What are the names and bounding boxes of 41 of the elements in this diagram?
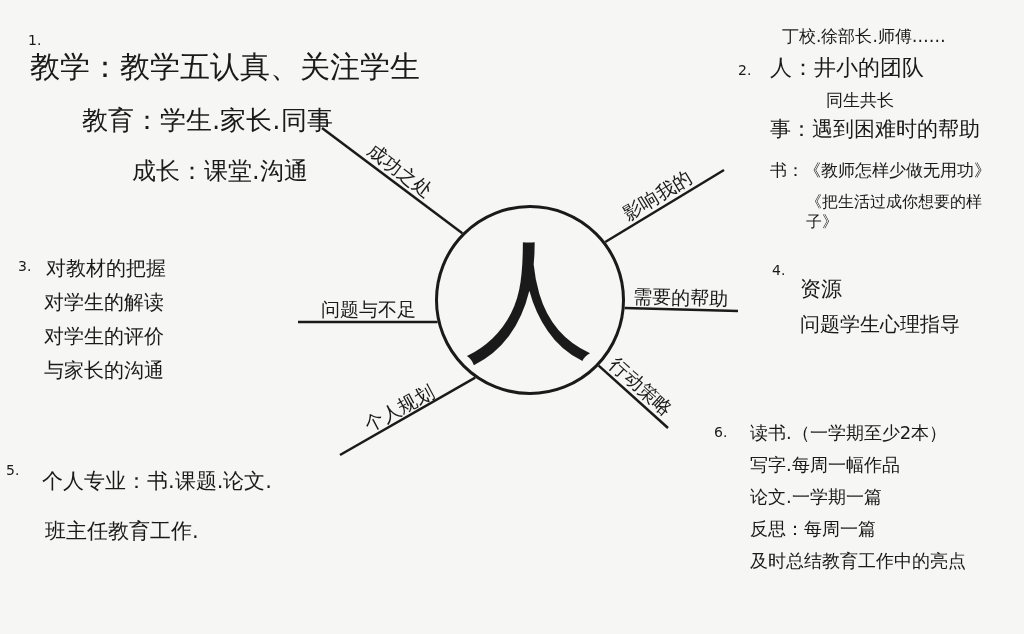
- note-text: 书：《教师怎样少做无用功》: [770, 160, 991, 182]
- note-text: 教育：学生.家长.同事: [82, 104, 333, 137]
- branch-line: [624, 306, 739, 313]
- branch-line: [597, 364, 669, 429]
- note-text: 对学生的评价: [44, 324, 164, 349]
- branch-line: [298, 320, 438, 324]
- note-text: 《把生活过成你想要的样子》: [806, 192, 983, 232]
- note-text: 问题学生心理指导: [800, 312, 960, 337]
- note-text: 资源: [800, 276, 842, 303]
- note-text: 同生共长: [826, 90, 894, 112]
- branch-label: 问题与不足: [320, 300, 416, 322]
- note-text: 对教材的把握: [46, 256, 166, 281]
- note-text: 班主任教育工作.: [45, 518, 199, 545]
- branch-line: [604, 168, 725, 244]
- branch-label: 需要的帮助: [633, 286, 730, 311]
- note-text: 5.: [6, 462, 20, 480]
- note-text: 成长：课堂.沟通: [132, 156, 308, 186]
- note-text: 人：井小的团队: [770, 54, 924, 82]
- note-text: 个人专业：书.课题.论文.: [42, 468, 273, 495]
- center-text: 人: [465, 235, 595, 365]
- branch-label: 成功之处: [361, 140, 436, 204]
- note-text: 4.: [772, 262, 786, 280]
- note-text: 读书.（一学期至少2本）: [750, 422, 948, 445]
- branch-label: 影响我的: [620, 167, 697, 227]
- note-text: 6.: [714, 424, 728, 442]
- branch-label: 个人规划: [361, 382, 439, 438]
- note-text: 丁校.徐部长.师傅……: [782, 26, 946, 48]
- note-text: 对学生的解读: [44, 290, 164, 315]
- branch-line: [339, 376, 476, 457]
- note-text: 1.: [28, 32, 42, 50]
- note-text: 事：遇到困难时的帮助: [770, 116, 980, 143]
- note-text: 反思：每周一篇: [750, 518, 876, 541]
- note-text: 2.: [738, 62, 752, 80]
- note-text: 与家长的沟通: [44, 358, 164, 383]
- branch-line: [321, 127, 464, 235]
- note-text: 论文.一学期一篇: [750, 486, 882, 509]
- note-text: 3.: [18, 258, 32, 276]
- note-text: 教学：教学五认真、关注学生: [30, 48, 420, 86]
- note-text: 及时总结教育工作中的亮点: [750, 550, 966, 573]
- branch-label: 行动策略: [604, 354, 676, 422]
- note-text: 写字.每周一幅作品: [750, 454, 900, 477]
